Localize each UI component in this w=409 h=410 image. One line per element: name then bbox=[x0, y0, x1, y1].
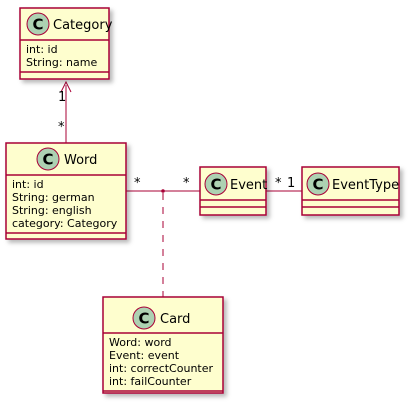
class-eventtype[interactable]: C EventType bbox=[301, 166, 400, 216]
class-c-icon bbox=[26, 12, 50, 36]
edge-event-eventtype: * 1 bbox=[266, 176, 302, 192]
mult-word-end: * bbox=[58, 120, 65, 135]
class-name: EventType bbox=[332, 178, 399, 193]
mult-event-side: * bbox=[183, 176, 190, 191]
class-word[interactable]: C Word int: id String: german String: en… bbox=[5, 142, 127, 240]
mult-word-side: * bbox=[134, 176, 141, 191]
class-card[interactable]: C Card Word: word Event: event int: corr… bbox=[102, 296, 224, 394]
attribute: Event: event bbox=[109, 349, 180, 362]
association-dot bbox=[161, 189, 165, 193]
attribute: int: id bbox=[12, 178, 44, 191]
mult-category-end: 1 bbox=[58, 90, 66, 105]
edge-association-card bbox=[161, 189, 165, 297]
attribute: Word: word bbox=[109, 336, 172, 349]
class-c-icon bbox=[306, 172, 330, 196]
class-badge-letter: C bbox=[42, 151, 53, 169]
attribute: String: english bbox=[12, 204, 92, 217]
attribute: String: german bbox=[12, 191, 95, 204]
open-arrowhead-icon bbox=[60, 80, 72, 93]
attribute: int: failCounter bbox=[109, 375, 192, 388]
class-name: Word bbox=[64, 153, 97, 168]
mult-eventtype-side: 1 bbox=[287, 176, 295, 191]
attribute: String: name bbox=[26, 56, 97, 69]
edge-word-event: * * bbox=[126, 176, 200, 192]
class-name: Event bbox=[230, 178, 267, 193]
class-category[interactable]: C Category int: id String: name bbox=[19, 7, 113, 80]
class-badge-letter: C bbox=[312, 176, 323, 194]
class-name: Card bbox=[160, 312, 190, 327]
class-c-icon bbox=[132, 306, 156, 330]
attribute: category: Category bbox=[12, 217, 118, 230]
class-badge-letter: C bbox=[32, 16, 43, 34]
class-name: Category bbox=[53, 18, 113, 33]
attribute: int: id bbox=[26, 43, 58, 56]
class-badge-letter: C bbox=[138, 310, 149, 328]
class-badge-letter: C bbox=[210, 176, 221, 194]
class-c-icon bbox=[204, 172, 228, 196]
mult-event-side-2: * bbox=[275, 176, 282, 191]
attribute: int: correctCounter bbox=[109, 362, 213, 375]
class-event[interactable]: C Event bbox=[199, 166, 267, 216]
edge-word-category: 1 * bbox=[58, 80, 72, 143]
class-c-icon bbox=[36, 147, 60, 171]
